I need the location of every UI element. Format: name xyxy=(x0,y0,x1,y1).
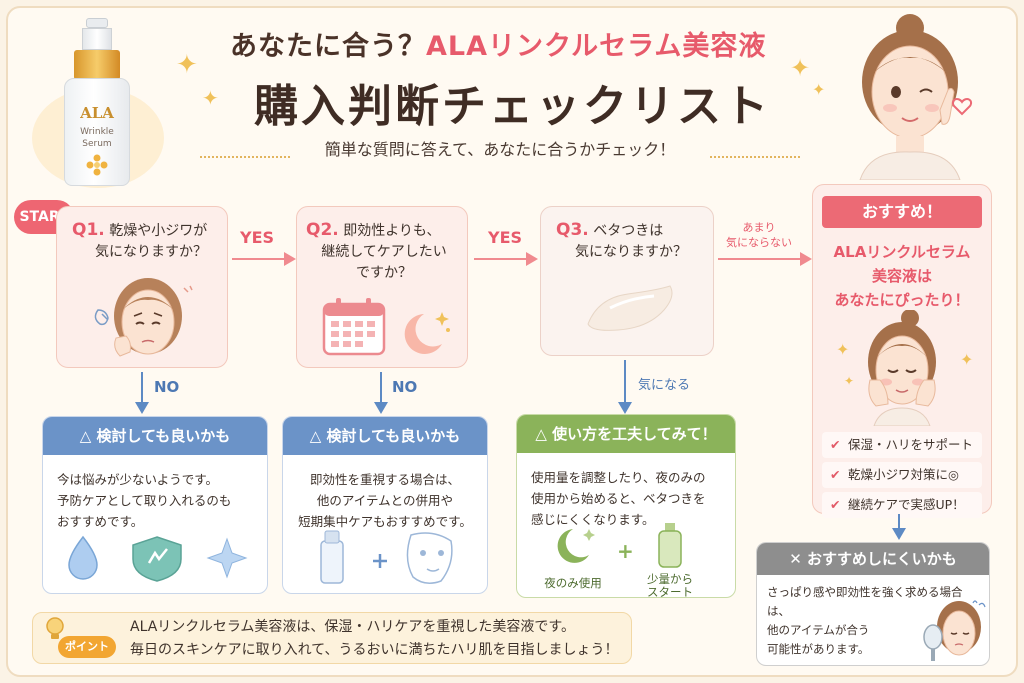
q3-no-label: あまり気にならない xyxy=(726,221,792,249)
arrow-line xyxy=(141,372,143,404)
sparkle-dots-icon xyxy=(86,154,108,176)
sparkle-icon: ✦ xyxy=(844,374,855,388)
sparkle-icon: ✦ xyxy=(836,340,850,359)
arrow-right-icon xyxy=(284,252,296,266)
result-title: △ 検討しても良いかも xyxy=(283,417,487,455)
divider xyxy=(200,156,290,158)
check-item: ✔乾燥小ジワ対策に◎ xyxy=(822,462,982,488)
check-item: ✔保湿・ハリをサポート xyxy=(822,432,982,458)
arrow-line xyxy=(474,258,526,260)
check-icon: ✔ xyxy=(830,467,841,482)
recommend-ribbon: おすすめ！ xyxy=(822,196,982,228)
icon-caption: 少量からスタート xyxy=(647,572,693,598)
serum-bottle-icon xyxy=(320,540,344,584)
result-body: 即効性を重視する場合は、他のアイテムとの併用や短期集中ケアもおすすめです。 xyxy=(298,472,472,529)
result-icons xyxy=(320,530,453,584)
moon-icon xyxy=(404,312,450,354)
arrow-line xyxy=(232,258,284,260)
arrow-line xyxy=(624,360,626,404)
page-title-line2: 購入判断チェックリスト xyxy=(254,81,771,132)
result-icons xyxy=(68,535,248,582)
page-subtitle: 簡単な質問に答えて、あなたに合うかチェック！ xyxy=(324,140,676,159)
sparkle-icon: ✦ xyxy=(960,350,974,369)
face-mask-icon xyxy=(406,532,453,584)
sparkle-icon: ✦ xyxy=(812,80,826,99)
question-number: Q2. xyxy=(306,220,339,240)
sparkle-icon: ✦ xyxy=(176,50,198,80)
arrow-down-icon xyxy=(135,402,149,414)
arrow-line xyxy=(718,258,800,260)
point-box xyxy=(32,612,632,664)
check-icon: ✔ xyxy=(830,437,841,452)
arrow-down-icon xyxy=(374,402,388,414)
recommend-text: ALAリンクルセラム美容液はあなたにぴったり！ xyxy=(833,243,971,309)
result-title: △ 検討しても良いかも xyxy=(43,417,267,455)
point-badge: ポイント xyxy=(58,636,116,658)
not-recommend-title: ✕ おすすめしにくいかも xyxy=(757,543,989,575)
arrow-right-icon xyxy=(800,252,812,266)
moon-icon xyxy=(557,529,595,563)
sparkle-icon: ✦ xyxy=(790,54,811,82)
worried-woman-illustration xyxy=(94,278,193,357)
plus-icon: + xyxy=(617,539,634,563)
point-text: ALAリンクルセラム美容液は、保湿・ハリケアを重視した美容液です。 毎日のスキン… xyxy=(130,619,619,658)
woman-winking-illustration xyxy=(859,14,972,180)
lightbulb-icon xyxy=(46,617,64,639)
arrow-down-icon xyxy=(892,528,906,540)
calendar-icon xyxy=(322,298,386,356)
not-recommend-body: さっぱり感や即効性を強く求める場合は、 他のアイテムが合う 可能性があります。 xyxy=(767,585,963,656)
check-icon: ✔ xyxy=(830,497,841,512)
q3-yes-label: 気になる xyxy=(638,378,691,393)
result-body: 今は悩みが少ないようです。予防ケアとして取り入れるのもおすすめです。 xyxy=(57,472,232,529)
happy-woman-illustration xyxy=(868,310,936,426)
arrow-line xyxy=(380,372,382,404)
no-label: NO xyxy=(154,378,180,396)
yes-label: YES xyxy=(488,228,523,247)
result-title: △ 使い方を工夫してみて！ xyxy=(517,415,735,453)
icon-caption: 夜のみ使用 xyxy=(544,576,602,590)
not-recommend-card: ✕ おすすめしにくいかも さっぱり感や即効性を強く求める場合は、 他のアイテムが… xyxy=(756,542,990,666)
question-number: Q1. xyxy=(72,220,105,240)
cream-swatch-illustration xyxy=(587,285,673,331)
arrow-line xyxy=(898,514,900,530)
arrow-right-icon xyxy=(526,252,538,266)
shield-icon xyxy=(132,536,182,582)
recommend-check-list: ✔保湿・ハリをサポート ✔乾燥小ジワ対策に◎ ✔継続ケアで実感UP！ xyxy=(822,432,982,522)
no-label: NO xyxy=(392,378,418,396)
arrow-down-icon xyxy=(618,402,632,414)
bottle-brand: ALA xyxy=(80,104,114,122)
water-drop-icon xyxy=(68,535,98,580)
question-number: Q3. xyxy=(556,220,589,240)
result-card-2: △ 検討しても良いかも 即効性を重視する場合は、他のアイテムとの併用や短期集中ケ… xyxy=(282,416,488,594)
question-card-q3 xyxy=(540,206,714,356)
sparkle-icon: ✦ xyxy=(202,86,219,110)
result-card-3: △ 使い方を工夫してみて！ 使用量を調整したり、夜のみの使用から始めると、ベタつ… xyxy=(516,414,736,598)
divider xyxy=(710,156,800,158)
question-q3-text: Q3. ベタつきは 気になりますか？ xyxy=(556,220,687,260)
result-body: 使用量を調整したり、夜のみの使用から始めると、ベタつきを感じにくくなります。 xyxy=(531,470,706,527)
question-q2-text: Q2. 即効性よりも、 継続してケアしたい ですか？ xyxy=(306,220,447,281)
question-q1-text: Q1. 乾燥や小ジワが 気になりますか？ xyxy=(72,220,208,260)
check-item: ✔継続ケアで実感UP！ xyxy=(822,492,982,518)
sparkle-icon xyxy=(206,537,248,579)
yes-label: YES xyxy=(240,228,275,247)
result-card-1: △ 検討しても良いかも 今は悩みが少ないようです。予防ケアとして取り入れるのもお… xyxy=(42,416,268,594)
page-title-line1: あなたに合う？ALAリンクルセラム美容液 xyxy=(230,31,767,62)
pump-bottle-icon xyxy=(658,523,682,568)
woman-mirror-illustration xyxy=(923,600,986,661)
